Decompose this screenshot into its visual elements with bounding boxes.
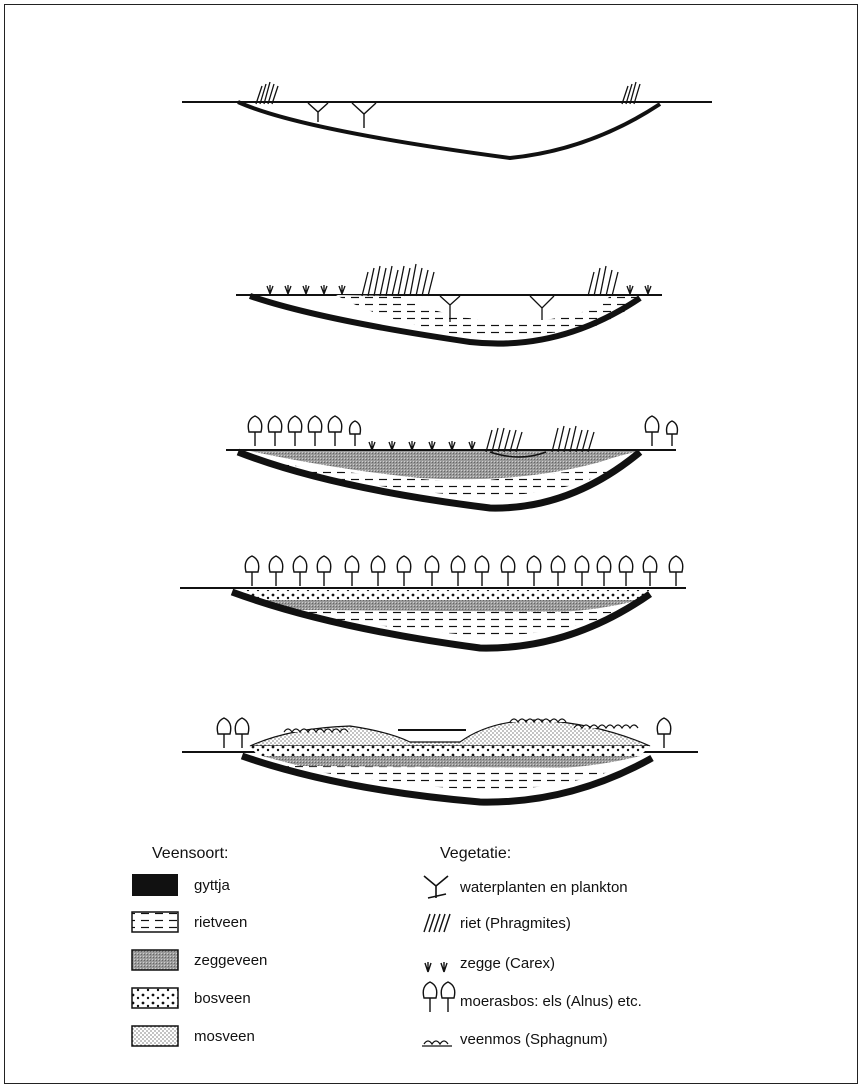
stage-4-swamp-forest (180, 556, 686, 648)
alder-tree-icon (423, 982, 455, 1012)
stage-3-sedge-fen (226, 416, 677, 508)
legend-label-veenmos: veenmos (Sphagnum) (460, 1031, 608, 1048)
legend: Veensoort: Vegetatie: gyttja rietveen ze… (132, 845, 642, 1048)
legend-label-rietveen: rietveen (194, 914, 247, 931)
reed-icon (256, 82, 640, 104)
mosveen-layer (250, 720, 650, 746)
vegetation-heading: Vegetatie: (440, 845, 511, 862)
legend-label-zegge: zegge (Carex) (460, 955, 555, 972)
reed-icon (486, 426, 594, 452)
legend-label-mosveen: mosveen (194, 1028, 255, 1045)
zeggeveen-swatch (132, 950, 178, 970)
legend-label-riet: riet (Phragmites) (460, 915, 571, 932)
legend-label-bosveen: bosveen (194, 990, 251, 1007)
stage-5-raised-bog (182, 718, 698, 802)
sedge-icon (425, 962, 447, 972)
lake-basin-outline (238, 102, 660, 158)
bosveen-swatch (132, 988, 178, 1008)
sphagnum-icon (422, 1041, 452, 1046)
rietveen-layer (286, 766, 620, 790)
peat-types-heading: Veensoort: (152, 845, 229, 862)
alder-tree-icon (245, 556, 683, 586)
sedge-icon (267, 285, 651, 294)
stage-1-open-lake (182, 82, 712, 158)
alder-tree-icon (248, 416, 677, 446)
rietveen-swatch (132, 912, 178, 932)
bosveen-layer (240, 590, 650, 600)
gyttja-swatch (132, 874, 178, 896)
reed-icon (424, 914, 450, 932)
sedge-icon (369, 441, 475, 450)
reed-icon (362, 264, 618, 296)
legend-label-waterplanten: waterplanten en plankton (459, 879, 628, 896)
mosveen-swatch (132, 1026, 178, 1046)
bosveen-layer (250, 746, 650, 756)
legend-label-gyttja: gyttja (194, 877, 231, 894)
stage-2-reed-margin (236, 264, 662, 344)
water-plant-icon (424, 876, 448, 898)
legend-label-zeggeveen: zeggeveen (194, 952, 267, 969)
legend-label-moerasbos: moerasbos: els (Alnus) etc. (460, 993, 642, 1010)
